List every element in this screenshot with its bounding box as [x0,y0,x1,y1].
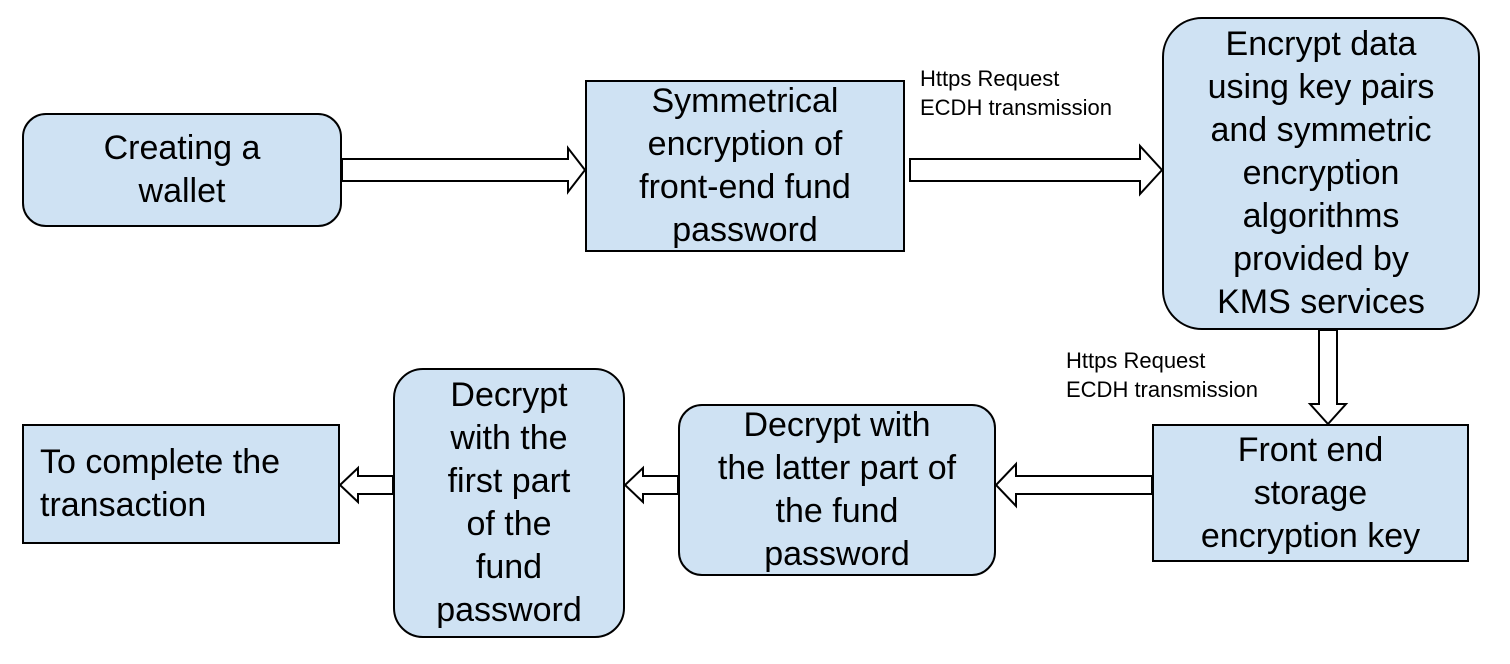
node-complete-transaction: To complete the transaction [22,424,340,544]
arrow-wallet-to-symmetric [341,145,587,195]
node-decrypt-first-part: Decrypt with the first part of the fund … [393,368,625,638]
node-encrypt-kms: Encrypt data using key pairs and symmetr… [1162,17,1480,330]
arrow-symmetric-to-kms [909,143,1164,197]
edge-label-https-ecdh-right: Https Request ECDH transmission [1066,348,1258,402]
node-decrypt-latter-part: Decrypt with the latter part of the fund… [678,404,996,576]
arrow-decrypt-first-to-complete [338,465,394,505]
arrow-decrypt-latter-to-first [623,465,679,505]
arrow-storage-to-decrypt-latter [994,461,1153,509]
edge-label-https-ecdh-top: Https Request ECDH transmission [920,66,1112,120]
node-symmetric-encryption: Symmetrical encryption of front-end fund… [585,80,905,252]
node-creating-wallet: Creating a wallet [22,113,342,227]
node-frontend-storage: Front end storage encryption key [1152,424,1469,562]
arrow-kms-to-storage [1307,329,1349,426]
